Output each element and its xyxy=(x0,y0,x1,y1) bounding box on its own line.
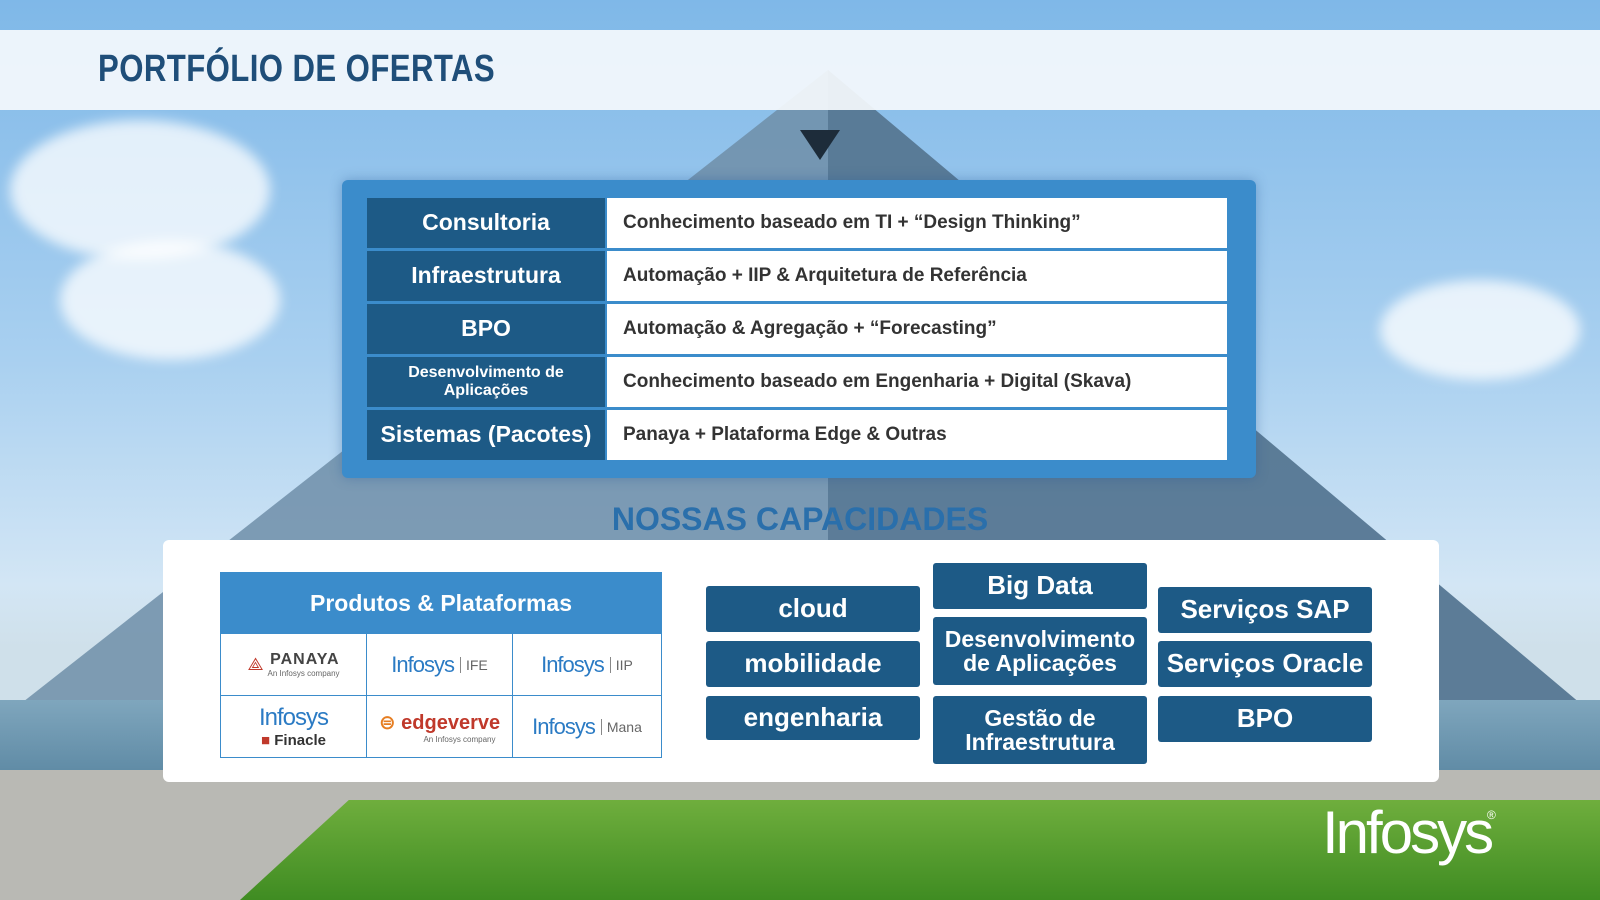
registered-mark: ® xyxy=(1487,808,1496,822)
offer-label: Desenvolvimento de Aplicações xyxy=(367,357,605,407)
products-platforms-header: Produtos & Plataformas xyxy=(221,573,661,633)
capabilities-title: NOSSAS CAPACIDADES xyxy=(611,501,989,537)
offer-row: Desenvolvimento de Aplicações Conhecimen… xyxy=(367,357,1227,407)
offer-description: Conhecimento baseado em TI + “Design Thi… xyxy=(607,198,1227,248)
offer-label: Consultoria xyxy=(367,198,605,248)
offer-description: Conhecimento baseado em Engenharia + Dig… xyxy=(607,357,1227,407)
capability-bpo: BPO xyxy=(1158,696,1372,742)
capability-gestao-infraestrutura: Gestão de Infraestrutura xyxy=(933,696,1147,764)
offer-row: Consultoria Conhecimento baseado em TI +… xyxy=(367,198,1227,248)
offer-row: BPO Automação & Agregação + “Forecasting… xyxy=(367,304,1227,354)
page-title: PORTFÓLIO DE OFERTAS xyxy=(98,48,496,90)
offer-label: Sistemas (Pacotes) xyxy=(367,410,605,460)
edgeverve-logo: ⊜ edgeverve An Infosys company xyxy=(367,695,513,757)
offer-description: Automação + IIP & Arquitetura de Referên… xyxy=(607,251,1227,301)
panaya-logo: ⟁ PANAYA An Infosys company xyxy=(221,633,367,695)
offers-panel: Consultoria Conhecimento baseado em TI +… xyxy=(342,180,1256,478)
capability-engenharia: engenharia xyxy=(706,696,920,740)
products-platforms-box: Produtos & Plataformas ⟁ PANAYA An Infos… xyxy=(220,572,662,758)
infosys-finacle-logo: Infosys ■ Finacle xyxy=(221,695,367,757)
capability-servicos-oracle: Serviços Oracle xyxy=(1158,641,1372,687)
capability-servicos-sap: Serviços SAP xyxy=(1158,587,1372,633)
header-bar xyxy=(0,30,1600,110)
offer-row: Sistemas (Pacotes) Panaya + Plataforma E… xyxy=(367,410,1227,460)
offer-row: Infraestrutura Automação + IIP & Arquite… xyxy=(367,251,1227,301)
infosys-logo: Infosys xyxy=(1322,799,1494,866)
capability-mobilidade: mobilidade xyxy=(706,641,920,687)
capability-cloud: cloud xyxy=(706,586,920,632)
offer-description: Automação & Agregação + “Forecasting” xyxy=(607,304,1227,354)
offer-label: Infraestrutura xyxy=(367,251,605,301)
capability-desenvolvimento: Desenvolvimento de Aplicações xyxy=(933,617,1147,685)
capability-big-data: Big Data xyxy=(933,563,1147,609)
offer-description: Panaya + Plataforma Edge & Outras xyxy=(607,410,1227,460)
offer-label: BPO xyxy=(367,304,605,354)
